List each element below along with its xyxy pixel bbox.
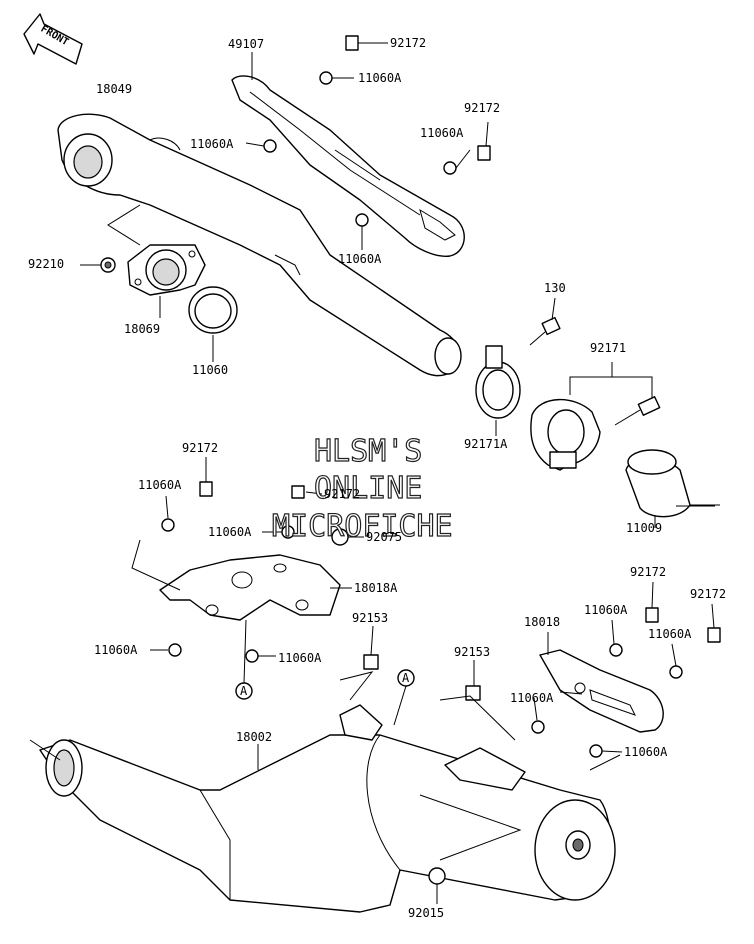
leader-lines: [29, 42, 720, 904]
part-label: 18002: [236, 730, 272, 744]
washer-icon: [669, 665, 683, 679]
part-label: 92210: [28, 257, 64, 271]
nut-icon: [428, 867, 446, 885]
watermark: HLSM'S ONLINE MICROFICHE: [271, 433, 453, 544]
muffler-cover-18018A: [159, 554, 341, 621]
part-label: 11060A: [138, 478, 182, 492]
part-label: 92171: [590, 341, 626, 355]
pipe-clamp-92171: [530, 398, 601, 471]
callout-text: A: [402, 671, 410, 685]
part-label: 18018A: [354, 581, 398, 595]
part-label: 11009: [626, 521, 662, 535]
part-label: 18069: [124, 322, 160, 336]
part-label: 11060A: [358, 71, 402, 85]
exhaust-gasket: [188, 286, 238, 334]
callout-marker-2: A: [397, 669, 415, 687]
part-label: 11060A: [208, 525, 252, 539]
part-label: 18018: [524, 615, 560, 629]
part-label: 11060A: [338, 252, 382, 266]
callout-text: A: [240, 684, 248, 698]
part-label: 11060A: [190, 137, 234, 151]
washer-icon: [319, 71, 333, 85]
part-label: 92172: [690, 587, 726, 601]
clamp-bolt-130: [529, 316, 561, 346]
part-label: 11060A: [420, 126, 464, 140]
washer-icon: [443, 161, 457, 175]
part-label: 11060A: [584, 603, 628, 617]
washer-icon: [161, 518, 175, 532]
muffler-body: [39, 704, 616, 913]
bolt-icon: [645, 607, 659, 623]
exhaust-flange: [127, 244, 206, 296]
watermark-line-3: MICROFICHE: [272, 509, 453, 544]
washer-icon: [245, 649, 259, 663]
part-label: 92153: [352, 611, 388, 625]
part-label: 11060A: [624, 745, 668, 759]
washer-icon: [609, 643, 623, 657]
washer-icon: [531, 720, 545, 734]
bolt-icon: [477, 145, 491, 161]
watermark-line-1: HLSM'S: [314, 434, 422, 469]
part-label: 92172: [464, 101, 500, 115]
washer-icon: [263, 139, 277, 153]
part-label: 92015: [408, 906, 444, 920]
bolt-icon: [199, 481, 213, 497]
hardware: [161, 35, 721, 885]
part-label: 11060A: [94, 643, 138, 657]
part-labels: 49107 92172 11060A 18049 92172 11060A 11…: [28, 36, 726, 920]
bolt-icon: [345, 35, 359, 51]
washer-icon: [589, 744, 603, 758]
part-label: 92075: [366, 530, 402, 544]
part-label: 130: [544, 281, 566, 295]
washer-icon: [355, 213, 369, 227]
part-label: 92172: [390, 36, 426, 50]
part-label: 92172: [182, 441, 218, 455]
header-pipe: [57, 113, 462, 377]
header-heat-guard: [231, 75, 465, 257]
part-label: 92153: [454, 645, 490, 659]
bolt-icon: [707, 627, 721, 643]
part-label: 11060A: [510, 691, 554, 705]
bolt-icon: [363, 654, 379, 670]
front-arrow-icon: FRONT: [23, 13, 83, 65]
bolt-icon: [465, 685, 481, 701]
muffler-gasket: [625, 449, 691, 518]
part-label: 11060: [192, 363, 228, 377]
callout-marker-1: A: [235, 682, 253, 700]
bolt-icon: [291, 485, 305, 499]
part-label: 18049: [96, 82, 132, 96]
part-label: 92172: [630, 565, 666, 579]
part-label: 11060A: [278, 651, 322, 665]
watermark-line-2: ONLINE: [314, 471, 422, 506]
part-label: 92171A: [464, 437, 508, 451]
part-label: 11060A: [648, 627, 692, 641]
clamp-bolt-92171: [614, 396, 661, 426]
pipe-clamp-92171A: [475, 345, 521, 419]
part-label: 92172: [324, 487, 360, 501]
muffler-cover-18018: [539, 649, 664, 733]
washer-icon: [168, 643, 182, 657]
flange-nut: [100, 257, 116, 273]
part-label: 49107: [228, 37, 264, 51]
